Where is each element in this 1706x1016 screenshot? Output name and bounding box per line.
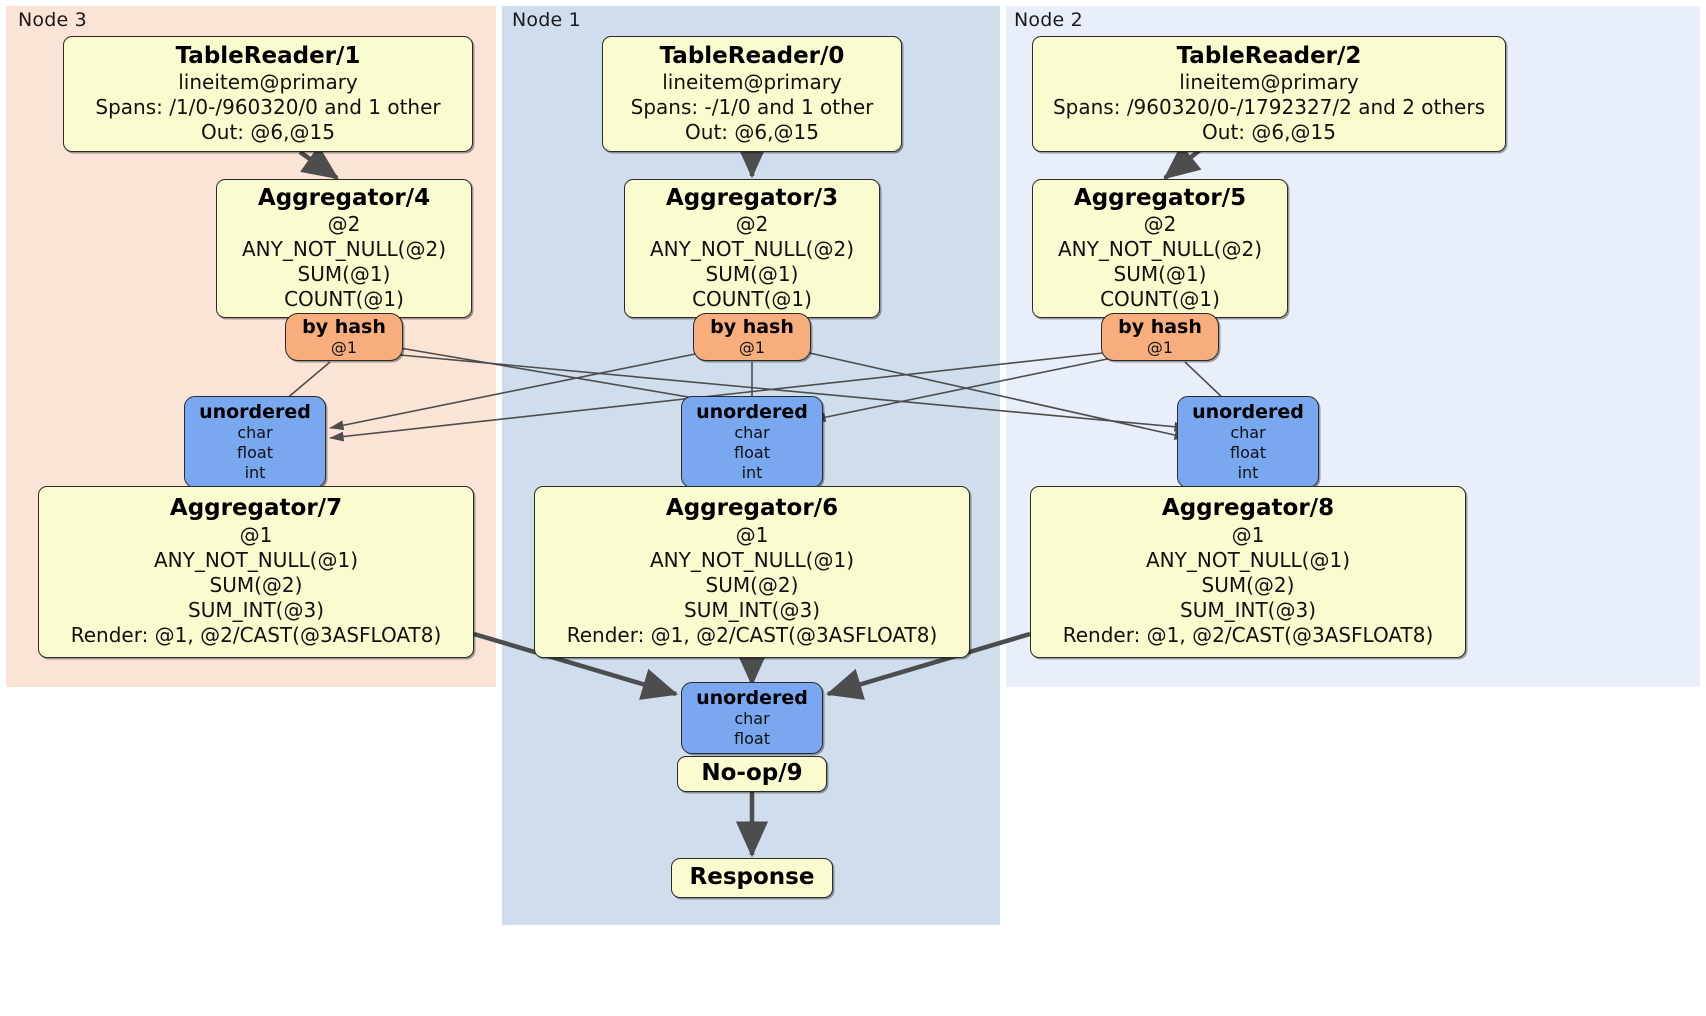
node-aggregator-5[interactable]: Aggregator/5 @2 ANY_NOT_NULL(@2) SUM(@1)… bbox=[1032, 179, 1288, 318]
node-tablereader-2[interactable]: TableReader/2 lineitem@primary Spans: /9… bbox=[1032, 36, 1506, 152]
node-detail: Render: @1, @2/CAST(@3ASFLOAT8) bbox=[566, 623, 938, 648]
node-router-by-hash-right[interactable]: by hash @1 bbox=[1101, 313, 1219, 361]
node-detail: Spans: /1/0-/960320/0 and 1 other bbox=[95, 94, 441, 119]
node-synchronizer-unordered-right[interactable]: unordered char float int bbox=[1177, 396, 1319, 488]
node-aggregator-7[interactable]: Aggregator/7 @1 ANY_NOT_NULL(@1) SUM(@2)… bbox=[38, 486, 474, 658]
node-detail: Render: @1, @2/CAST(@3ASFLOAT8) bbox=[70, 623, 442, 648]
node-synchronizer-unordered-left[interactable]: unordered char float int bbox=[184, 396, 326, 488]
node-title: unordered bbox=[696, 400, 808, 423]
node-title: by hash bbox=[1118, 315, 1202, 338]
node-detail: @1 bbox=[735, 522, 769, 547]
cluster-label-node3: Node 3 bbox=[18, 9, 87, 31]
node-title: Aggregator/6 bbox=[665, 495, 839, 522]
node-title: Aggregator/8 bbox=[1161, 495, 1335, 522]
node-detail: SUM(@1) bbox=[1113, 262, 1207, 287]
node-aggregator-8[interactable]: Aggregator/8 @1 ANY_NOT_NULL(@1) SUM(@2)… bbox=[1030, 486, 1466, 658]
node-detail: char bbox=[237, 422, 273, 442]
node-title: Aggregator/3 bbox=[665, 184, 839, 211]
node-detail: SUM(@2) bbox=[705, 572, 799, 597]
node-detail: lineitem@primary bbox=[178, 69, 358, 94]
node-detail: int bbox=[741, 463, 763, 483]
node-detail: ANY_NOT_NULL(@1) bbox=[154, 547, 358, 572]
node-detail: @2 bbox=[327, 211, 361, 236]
node-detail: @1 bbox=[1146, 338, 1174, 358]
node-title: Aggregator/5 bbox=[1073, 184, 1247, 211]
node-title: Aggregator/7 bbox=[169, 495, 343, 522]
node-title: TableReader/0 bbox=[659, 42, 845, 69]
node-detail: SUM(@2) bbox=[209, 572, 303, 597]
node-detail: char bbox=[734, 422, 770, 442]
node-aggregator-6[interactable]: Aggregator/6 @1 ANY_NOT_NULL(@1) SUM(@2)… bbox=[534, 486, 970, 658]
node-detail: int bbox=[1237, 463, 1259, 483]
node-title: unordered bbox=[696, 686, 808, 709]
node-detail: SUM(@1) bbox=[705, 262, 799, 287]
cluster-label-node1: Node 1 bbox=[512, 9, 581, 31]
node-detail: float bbox=[734, 443, 770, 463]
node-detail: COUNT(@1) bbox=[284, 287, 404, 312]
node-title: Aggregator/4 bbox=[257, 184, 431, 211]
node-detail: ANY_NOT_NULL(@1) bbox=[650, 547, 854, 572]
node-detail: Render: @1, @2/CAST(@3ASFLOAT8) bbox=[1062, 623, 1434, 648]
node-detail: SUM(@1) bbox=[297, 262, 391, 287]
node-detail: @1 bbox=[239, 522, 273, 547]
node-detail: SUM_INT(@3) bbox=[684, 598, 820, 623]
node-detail: Out: @6,@15 bbox=[685, 120, 819, 145]
node-title: unordered bbox=[199, 400, 311, 423]
node-title: Response bbox=[689, 864, 815, 891]
node-detail: @2 bbox=[1143, 211, 1177, 236]
node-detail: SUM_INT(@3) bbox=[188, 598, 324, 623]
node-detail: Out: @6,@15 bbox=[201, 120, 335, 145]
node-aggregator-3[interactable]: Aggregator/3 @2 ANY_NOT_NULL(@2) SUM(@1)… bbox=[624, 179, 880, 318]
node-detail: Spans: /960320/0-/1792327/2 and 2 others bbox=[1052, 94, 1485, 119]
node-detail: @1 bbox=[1231, 522, 1265, 547]
node-detail: SUM_INT(@3) bbox=[1180, 598, 1316, 623]
node-title: No-op/9 bbox=[701, 760, 803, 787]
node-detail: COUNT(@1) bbox=[692, 287, 812, 312]
node-detail: lineitem@primary bbox=[1179, 69, 1359, 94]
node-detail: float bbox=[237, 443, 273, 463]
node-detail: float bbox=[734, 729, 770, 749]
node-response[interactable]: Response bbox=[671, 858, 833, 898]
node-tablereader-0[interactable]: TableReader/0 lineitem@primary Spans: -/… bbox=[602, 36, 902, 152]
cluster-label-node2: Node 2 bbox=[1014, 9, 1083, 31]
node-detail: COUNT(@1) bbox=[1100, 287, 1220, 312]
node-detail: @1 bbox=[738, 338, 766, 358]
node-detail: ANY_NOT_NULL(@1) bbox=[1146, 547, 1350, 572]
node-router-by-hash-left[interactable]: by hash @1 bbox=[285, 313, 403, 361]
node-synchronizer-unordered-final[interactable]: unordered char float bbox=[681, 682, 823, 754]
node-detail: float bbox=[1230, 443, 1266, 463]
node-detail: char bbox=[1230, 422, 1266, 442]
node-detail: char bbox=[734, 709, 770, 729]
node-title: TableReader/2 bbox=[1176, 42, 1362, 69]
node-title: by hash bbox=[302, 315, 386, 338]
node-title: unordered bbox=[1192, 400, 1304, 423]
node-aggregator-4[interactable]: Aggregator/4 @2 ANY_NOT_NULL(@2) SUM(@1)… bbox=[216, 179, 472, 318]
node-detail: ANY_NOT_NULL(@2) bbox=[242, 236, 446, 261]
node-noop-9[interactable]: No-op/9 bbox=[677, 756, 827, 792]
node-detail: Out: @6,@15 bbox=[1202, 120, 1336, 145]
node-detail: Spans: -/1/0 and 1 other bbox=[630, 94, 874, 119]
node-title: by hash bbox=[710, 315, 794, 338]
node-detail: ANY_NOT_NULL(@2) bbox=[650, 236, 854, 261]
node-detail: @2 bbox=[735, 211, 769, 236]
node-tablereader-1[interactable]: TableReader/1 lineitem@primary Spans: /1… bbox=[63, 36, 473, 152]
node-detail: lineitem@primary bbox=[662, 69, 842, 94]
node-detail: int bbox=[244, 463, 266, 483]
node-detail: SUM(@2) bbox=[1201, 572, 1295, 597]
node-detail: @1 bbox=[330, 338, 358, 358]
node-title: TableReader/1 bbox=[175, 42, 361, 69]
node-synchronizer-unordered-center[interactable]: unordered char float int bbox=[681, 396, 823, 488]
node-detail: ANY_NOT_NULL(@2) bbox=[1058, 236, 1262, 261]
node-router-by-hash-center[interactable]: by hash @1 bbox=[693, 313, 811, 361]
